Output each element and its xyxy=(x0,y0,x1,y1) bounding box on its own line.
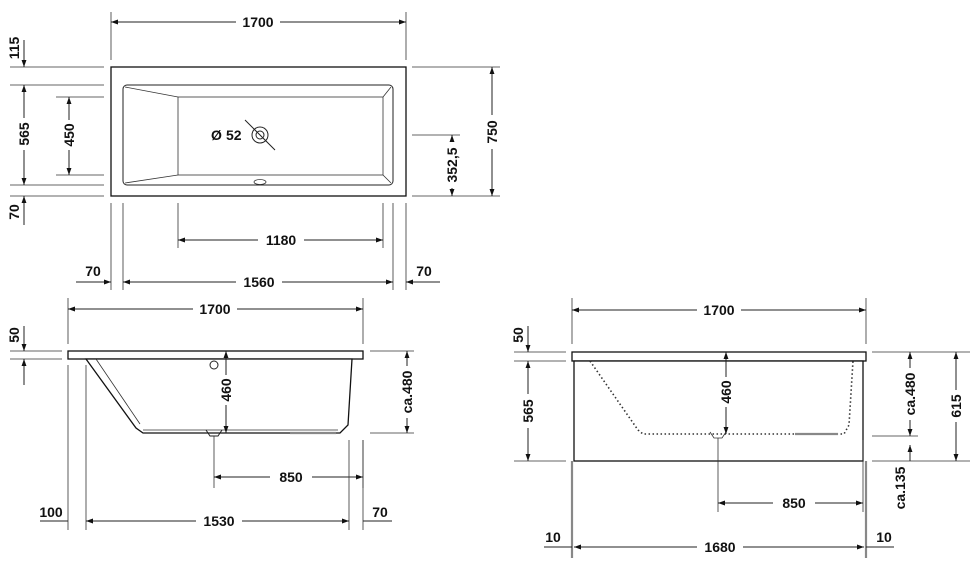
dim-side-left-gap: 100 xyxy=(39,504,63,520)
dim-rim-left: 70 xyxy=(85,263,101,279)
hidden-tub-contour xyxy=(589,360,854,435)
dim-side-depth-ca: ca.480 xyxy=(399,370,415,413)
dim-top-depth-total: 750 xyxy=(484,120,500,144)
dim-panel-gap-left: 10 xyxy=(545,529,561,545)
top-view: Ø 52 1700 115 565 450 70 352,5 750 xyxy=(6,12,502,290)
dim-panel-foot-height: ca.135 xyxy=(892,466,908,509)
dim-drain-offset: 352,5 xyxy=(444,147,460,182)
tub-inner-rim xyxy=(122,84,394,186)
dim-panel-inner-depth: 460 xyxy=(718,380,734,404)
dim-rim-right: 70 xyxy=(416,263,432,279)
dim-floor-height: 450 xyxy=(61,123,77,147)
side-view-right: 1700 50 565 460 ca.480 615 ca.13 xyxy=(510,298,970,558)
dim-panel-height: 565 xyxy=(520,399,536,423)
dim-side-inner-depth: 460 xyxy=(218,378,234,402)
dim-panel-depth-ca: ca.480 xyxy=(902,372,918,415)
dim-panel-total-height: 615 xyxy=(948,394,964,418)
drain-symbol xyxy=(244,119,276,151)
dim-top-width-total: 1700 xyxy=(242,14,273,30)
dim-side-right-gap: 70 xyxy=(372,504,388,520)
dim-inner-height: 565 xyxy=(16,122,32,146)
dim-rim-top: 115 xyxy=(6,36,22,59)
bath-panel xyxy=(573,360,864,462)
drain-diameter-label: 52 xyxy=(226,127,242,143)
dim-floor-width: 1180 xyxy=(266,232,297,248)
dim-side-rim-thk: 50 xyxy=(6,327,22,343)
diameter-symbol: Ø xyxy=(211,127,222,143)
dim-inner-width: 1560 xyxy=(243,274,274,290)
dim-panel-length: 1680 xyxy=(704,539,735,555)
dim-side-bottom-length: 1530 xyxy=(203,513,234,529)
dim-side-width-total: 1700 xyxy=(199,301,230,317)
side-view-left: 1700 50 460 ca.480 850 xyxy=(6,298,416,530)
dim-panel-rim-thk: 50 xyxy=(510,327,526,343)
tub-floor xyxy=(177,96,384,176)
dim-panel-drain-dist: 850 xyxy=(782,495,806,511)
tub-rim xyxy=(67,350,364,360)
dim-side-drain-dist: 850 xyxy=(279,469,303,485)
dim-rim-bottom: 70 xyxy=(6,204,22,220)
panel-rim xyxy=(571,351,867,362)
dim-panel-width-total: 1700 xyxy=(703,302,734,318)
dim-panel-gap-right: 10 xyxy=(876,529,892,545)
